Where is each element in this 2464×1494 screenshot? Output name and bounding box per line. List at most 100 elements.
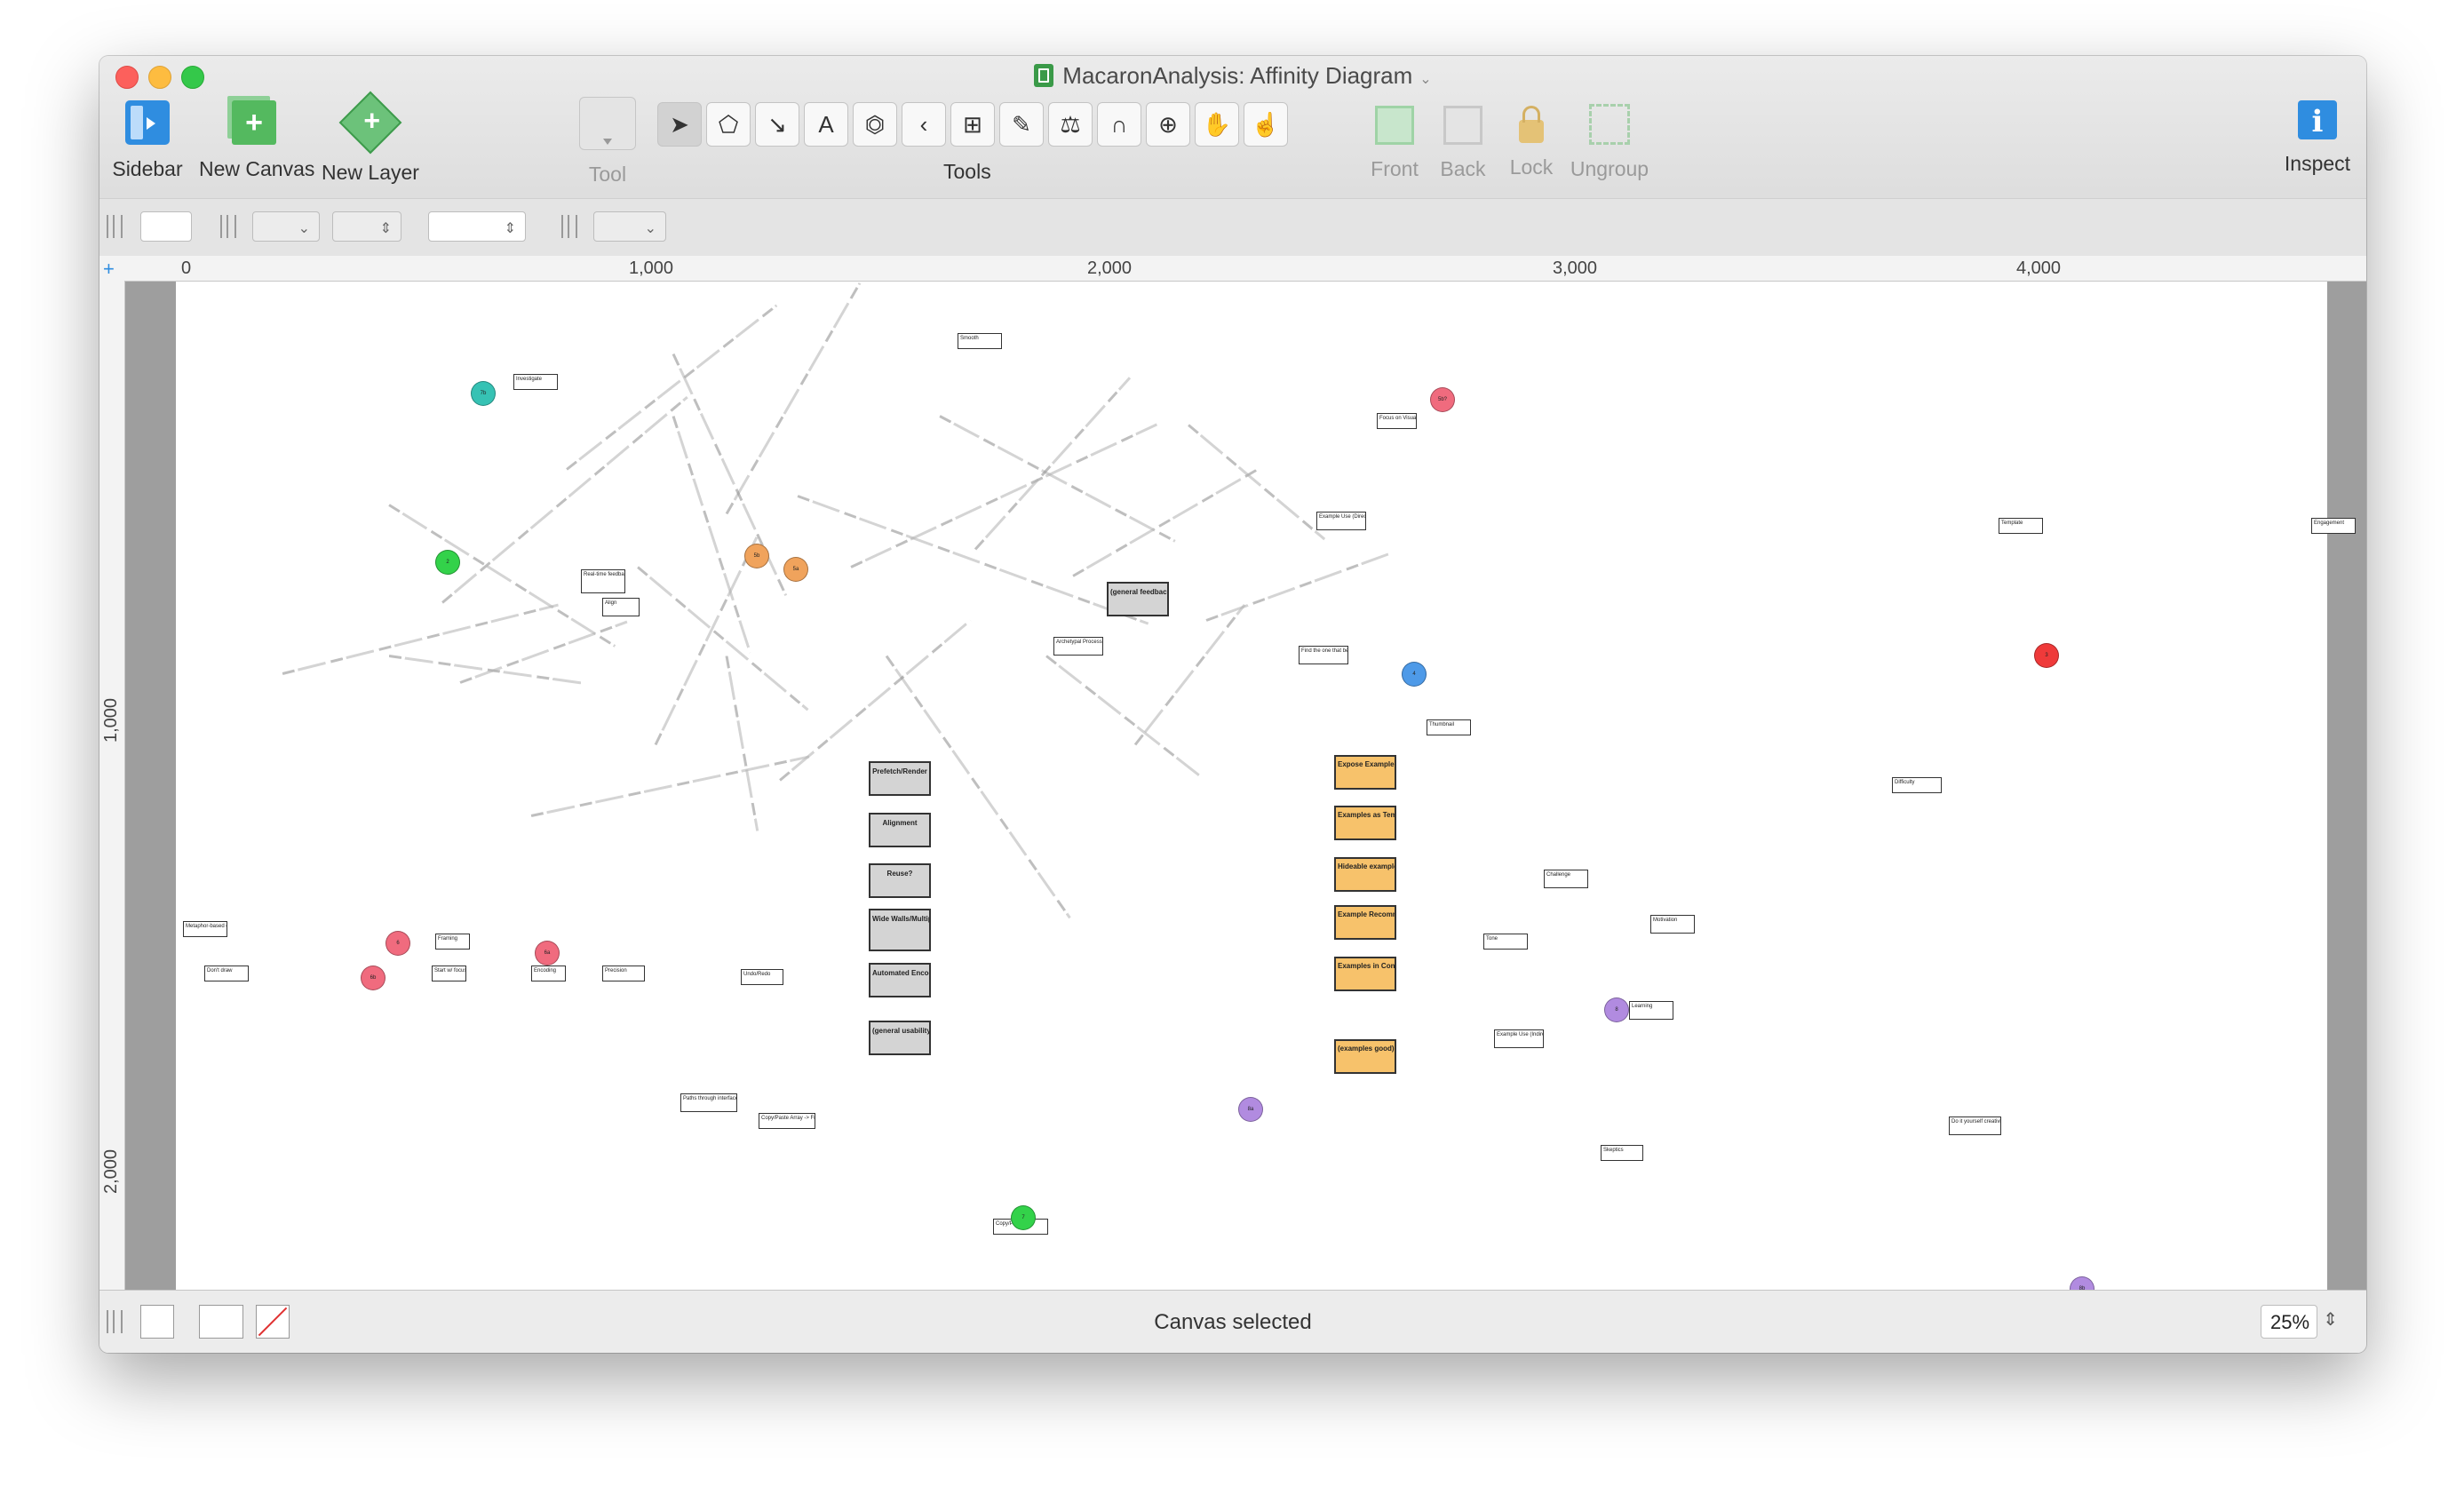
diagram-node[interactable]: Find the one that best matches <box>1299 646 1348 665</box>
participant-marker[interactable]: 5b? <box>1430 386 1455 412</box>
rubber-stamp-tool[interactable]: ⚖ <box>1048 102 1093 147</box>
zoom-stepper-icon[interactable]: ⇕ <box>2323 1310 2338 1330</box>
stroke-style-stepper[interactable]: ⇕ <box>332 211 401 242</box>
ungroup-button[interactable]: Ungroup <box>1565 100 1654 181</box>
participant-marker[interactable]: 3 <box>2034 642 2059 668</box>
diagram-node[interactable]: Expose Examples <box>1334 754 1396 790</box>
style-brush-tool[interactable]: ✎ <box>999 102 1044 147</box>
diagram-node[interactable]: Reuse? <box>869 863 931 899</box>
diagram-node[interactable]: Copy/Paste Array -> Freq <box>759 1113 816 1129</box>
diagram-node[interactable]: Align <box>602 598 640 617</box>
diagram-node[interactable]: Examples as Templates <box>1334 806 1396 841</box>
line-tool[interactable]: ↘ <box>755 102 799 147</box>
zoom-window-button[interactable] <box>181 66 204 89</box>
diagram-node[interactable]: Metaphor-based design <box>183 921 228 937</box>
diagram-node[interactable]: Framing <box>435 934 471 950</box>
new-canvas-button[interactable]: New Canvas <box>199 100 314 181</box>
hand-tool[interactable]: ✋ <box>1195 102 1239 147</box>
stepper-arrows-icon: ⇕ <box>504 221 516 236</box>
diagram-node[interactable]: Focus on Visual <box>1377 412 1417 429</box>
participant-marker[interactable]: 5a <box>783 556 808 582</box>
close-window-button[interactable] <box>115 66 139 89</box>
diagram-node[interactable]: Tone <box>1483 934 1529 950</box>
diagram-node[interactable]: Wide Walls/Multiple Paths <box>869 908 931 951</box>
text-tool[interactable]: A <box>804 102 848 147</box>
drag-handle-icon[interactable] <box>107 1310 123 1333</box>
diagram-node[interactable]: Examples in Context? <box>1334 956 1396 991</box>
pen-tool[interactable]: ⏣ <box>853 102 897 147</box>
diagram-node[interactable]: Skeptics <box>1601 1145 1643 1161</box>
color-swatch[interactable] <box>140 1305 174 1339</box>
diagram-node[interactable]: (examples good) <box>1334 1039 1396 1075</box>
diagram-node[interactable]: Example Recommender <box>1334 905 1396 940</box>
zoom-level-field[interactable]: 25% <box>2261 1305 2317 1339</box>
new-layer-button[interactable]: New Layer <box>317 91 424 185</box>
collapse-tools-button[interactable]: ‹ <box>902 102 946 147</box>
diagram-node[interactable]: Precision <box>602 966 645 982</box>
chevron-down-icon: ⌄ <box>644 221 656 236</box>
diagram-node[interactable]: Template <box>1999 518 2044 535</box>
diagram-node[interactable]: Thumbnail <box>1427 719 1472 736</box>
diagram-node[interactable]: Engagement <box>2311 518 2357 535</box>
diagram-node[interactable]: Start w/ focus <box>432 966 467 982</box>
diagram-node[interactable]: Real-time feedback <box>581 569 626 593</box>
diagram-tool[interactable]: ⊞ <box>950 102 995 147</box>
diagram-node[interactable]: Do it yourself creativity <box>1949 1116 2001 1135</box>
diagram-node[interactable]: Archetypal Process <box>1053 636 1103 656</box>
fill-color-well[interactable] <box>140 211 192 242</box>
participant-marker[interactable]: 4 <box>1402 662 1427 687</box>
shadow-style-popup[interactable]: ⌄ <box>593 211 666 242</box>
diagram-node[interactable]: Learning <box>1629 1001 1674 1020</box>
diagram-node[interactable]: Investigate <box>513 374 559 391</box>
diagram-node[interactable]: Example Use (Direct) <box>1316 512 1366 531</box>
participant-marker[interactable]: 7 <box>1011 1205 1036 1231</box>
tool-button[interactable]: Tool <box>579 97 636 187</box>
diagram-node[interactable]: Hideable examples <box>1334 857 1396 892</box>
drag-handle-icon[interactable] <box>220 215 236 238</box>
diagram-node[interactable]: Automated Encoding <box>869 962 931 997</box>
fill-none-swatch[interactable] <box>199 1305 243 1339</box>
diagram-node[interactable]: Undo/Redo <box>741 969 783 985</box>
participant-marker[interactable]: 8a <box>1238 1097 1263 1122</box>
diagram-node[interactable]: (general usability) <box>869 1020 931 1055</box>
diagram-node[interactable]: Motivation <box>1650 914 1696 934</box>
window-title[interactable]: MacaronAnalysis: Affinity Diagram⌄ <box>99 62 2366 90</box>
fill-style-popup[interactable]: ⌄ <box>252 211 320 242</box>
sidebar-button[interactable]: Sidebar <box>103 100 192 181</box>
drag-handle-icon[interactable] <box>107 215 123 238</box>
stroke-width-field[interactable]: ⇕ <box>428 211 526 242</box>
participant-marker[interactable]: 6b <box>361 966 385 991</box>
inspect-button[interactable]: Inspect <box>2277 100 2357 176</box>
participant-marker[interactable]: 7b <box>471 380 496 406</box>
participant-marker[interactable]: 6a <box>535 940 560 966</box>
diagram-node[interactable]: Encoding <box>531 966 567 982</box>
lock-button[interactable]: Lock <box>1506 100 1556 179</box>
diagram-node[interactable]: Example Use (Indirect) <box>1494 1029 1544 1049</box>
selection-tool[interactable]: ➤ <box>657 102 702 147</box>
diagram-node[interactable]: Smooth <box>958 332 1003 349</box>
diagram-node[interactable]: Challenge <box>1544 870 1589 889</box>
participant-marker[interactable]: 8 <box>1604 997 1629 1023</box>
participant-marker[interactable]: 2 <box>435 550 460 576</box>
participant-marker[interactable]: 8b <box>2070 1275 2094 1291</box>
stroke-none-swatch[interactable] <box>256 1305 290 1339</box>
participant-marker[interactable]: 6 <box>385 930 410 956</box>
diagram-node[interactable]: Paths through interface <box>680 1093 738 1113</box>
send-to-back-button[interactable]: Back <box>1435 100 1490 181</box>
diagram-node[interactable]: Difficulty <box>1892 777 1942 793</box>
browse-tool[interactable]: ☝ <box>1244 102 1288 147</box>
diagram-node[interactable]: Alignment <box>869 812 931 847</box>
magnet-tool[interactable]: ∩ <box>1097 102 1141 147</box>
shape-tool[interactable]: ⬠ <box>706 102 751 147</box>
participant-marker[interactable]: 5b <box>744 544 769 569</box>
bring-to-front-button[interactable]: Front <box>1364 100 1425 181</box>
drag-handle-icon[interactable] <box>561 215 577 238</box>
diagram-node[interactable]: Don't draw <box>204 966 250 982</box>
ruler-origin-icon[interactable]: + <box>103 258 115 280</box>
diagram-node[interactable]: (general feedback) <box>1107 582 1169 617</box>
zoom-tool[interactable]: ⊕ <box>1146 102 1190 147</box>
diagram-node[interactable]: Prefetch/Render <box>869 761 931 796</box>
minimize-window-button[interactable] <box>148 66 171 89</box>
